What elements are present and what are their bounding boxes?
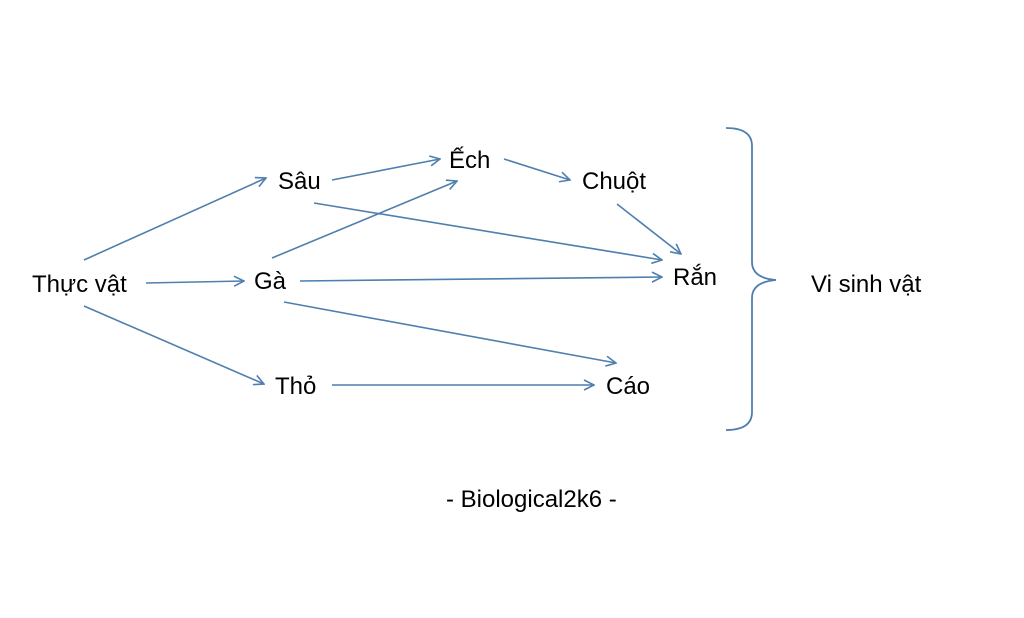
node-ech: Ếch [449, 146, 490, 174]
node-ran: Rắn [673, 264, 717, 291]
node-cao: Cáo [606, 373, 650, 400]
arrow-ech-to-chuot [503, 158, 570, 180]
arrow-ga-to-cao [283, 301, 616, 363]
arrow-chuot-to-ran [616, 203, 681, 254]
credit-text: - Biological2k6 - [446, 486, 617, 513]
arrow-ga-to-ech [271, 181, 457, 259]
node-chuot: Chuột [582, 168, 646, 195]
food-chain-arrows [83, 158, 681, 385]
node-sau: Sâu [278, 168, 321, 195]
arrow-sau-to-ech [331, 159, 440, 181]
node-tho: Thỏ [275, 373, 316, 400]
arrow-sau-to-ran [313, 202, 662, 260]
arrow-thuc-vat-to-sau [83, 178, 266, 261]
arrow-ga-to-ran [299, 277, 662, 281]
arrow-thuc-vat-to-ga [145, 281, 244, 283]
node-vi-sinh-vat: Vi sinh vật [811, 271, 922, 298]
node-ga: Gà [254, 268, 287, 295]
arrow-thuc-vat-to-tho [83, 305, 264, 384]
node-thuc-vat: Thực vật [32, 271, 127, 298]
right-brace [725, 127, 777, 431]
